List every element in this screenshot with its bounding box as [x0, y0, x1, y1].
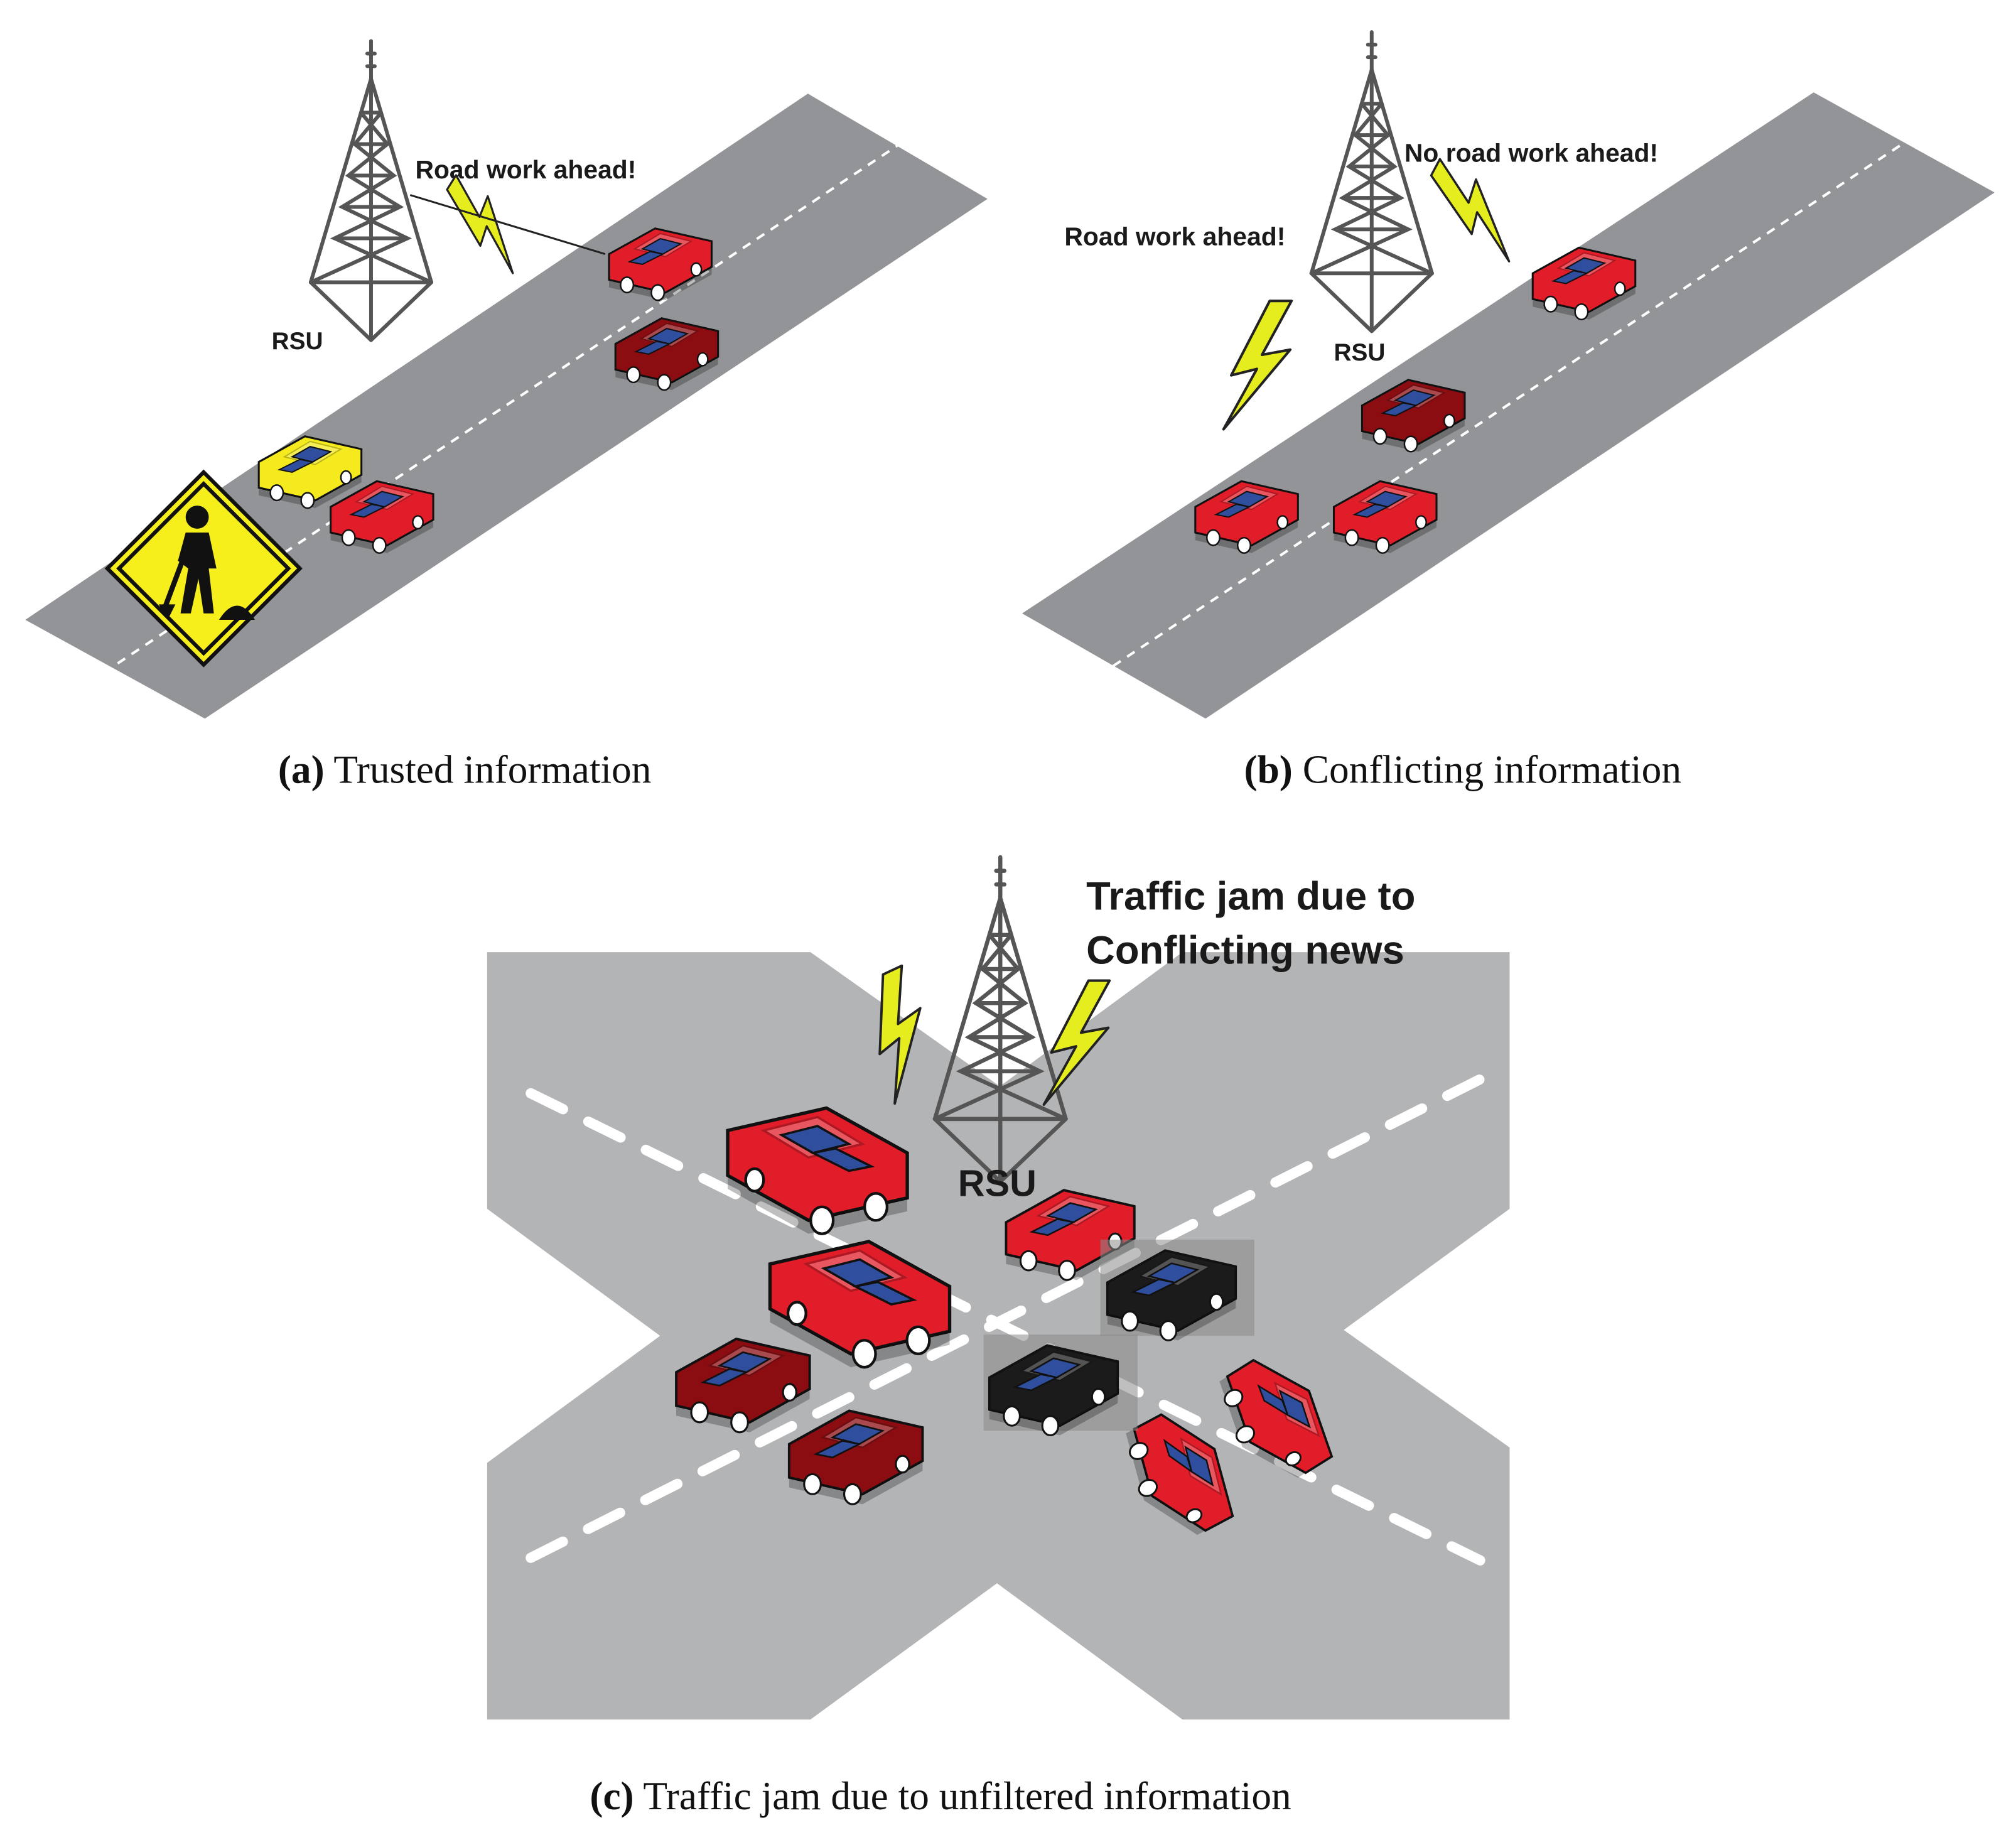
lane-divider-c-1: [526, 1088, 1485, 1566]
black-car-icon: [1100, 1239, 1254, 1342]
message-road-work: Road work ahead!: [1064, 222, 1285, 251]
rsu-label-c: RSU: [958, 1162, 1037, 1204]
rsu-label-a: RSU: [272, 328, 323, 355]
message-traffic-jam-line2: Conflicting news: [1086, 929, 1404, 973]
caption-a: (a) Trusted information: [278, 747, 652, 791]
panel-b: RSU Road work ahead! No road work ahead!…: [1021, 32, 1995, 791]
rsu-tower-icon: [1312, 32, 1432, 331]
wireless-signal-icon: [1224, 301, 1291, 429]
signal-line: [409, 194, 606, 256]
road-work-sign-icon: [104, 469, 303, 668]
lane-divider-b: [1112, 141, 1905, 668]
wireless-signal-icon: [428, 175, 541, 273]
caption-b: (b) Conflicting information: [1244, 747, 1681, 791]
wireless-signal-icon: [1411, 158, 1538, 263]
panel-a: RSU Road work ahead! (a) Trusted informa…: [25, 41, 988, 791]
black-car-icon: [983, 1334, 1138, 1437]
caption-c: (c) Traffic jam due to unfiltered inform…: [590, 1774, 1291, 1818]
message-no-road-work: No road work ahead!: [1404, 138, 1658, 167]
message-road-work: Road work ahead!: [415, 155, 636, 184]
rsu-label-b: RSU: [1334, 339, 1386, 366]
panel-c: RSU Traffic jam due to Conflicting news …: [487, 857, 1510, 1818]
message-traffic-jam-line1: Traffic jam due to: [1086, 875, 1415, 919]
rsu-tower-icon: [311, 41, 431, 340]
lane-divider-c-2: [526, 1062, 1509, 1563]
